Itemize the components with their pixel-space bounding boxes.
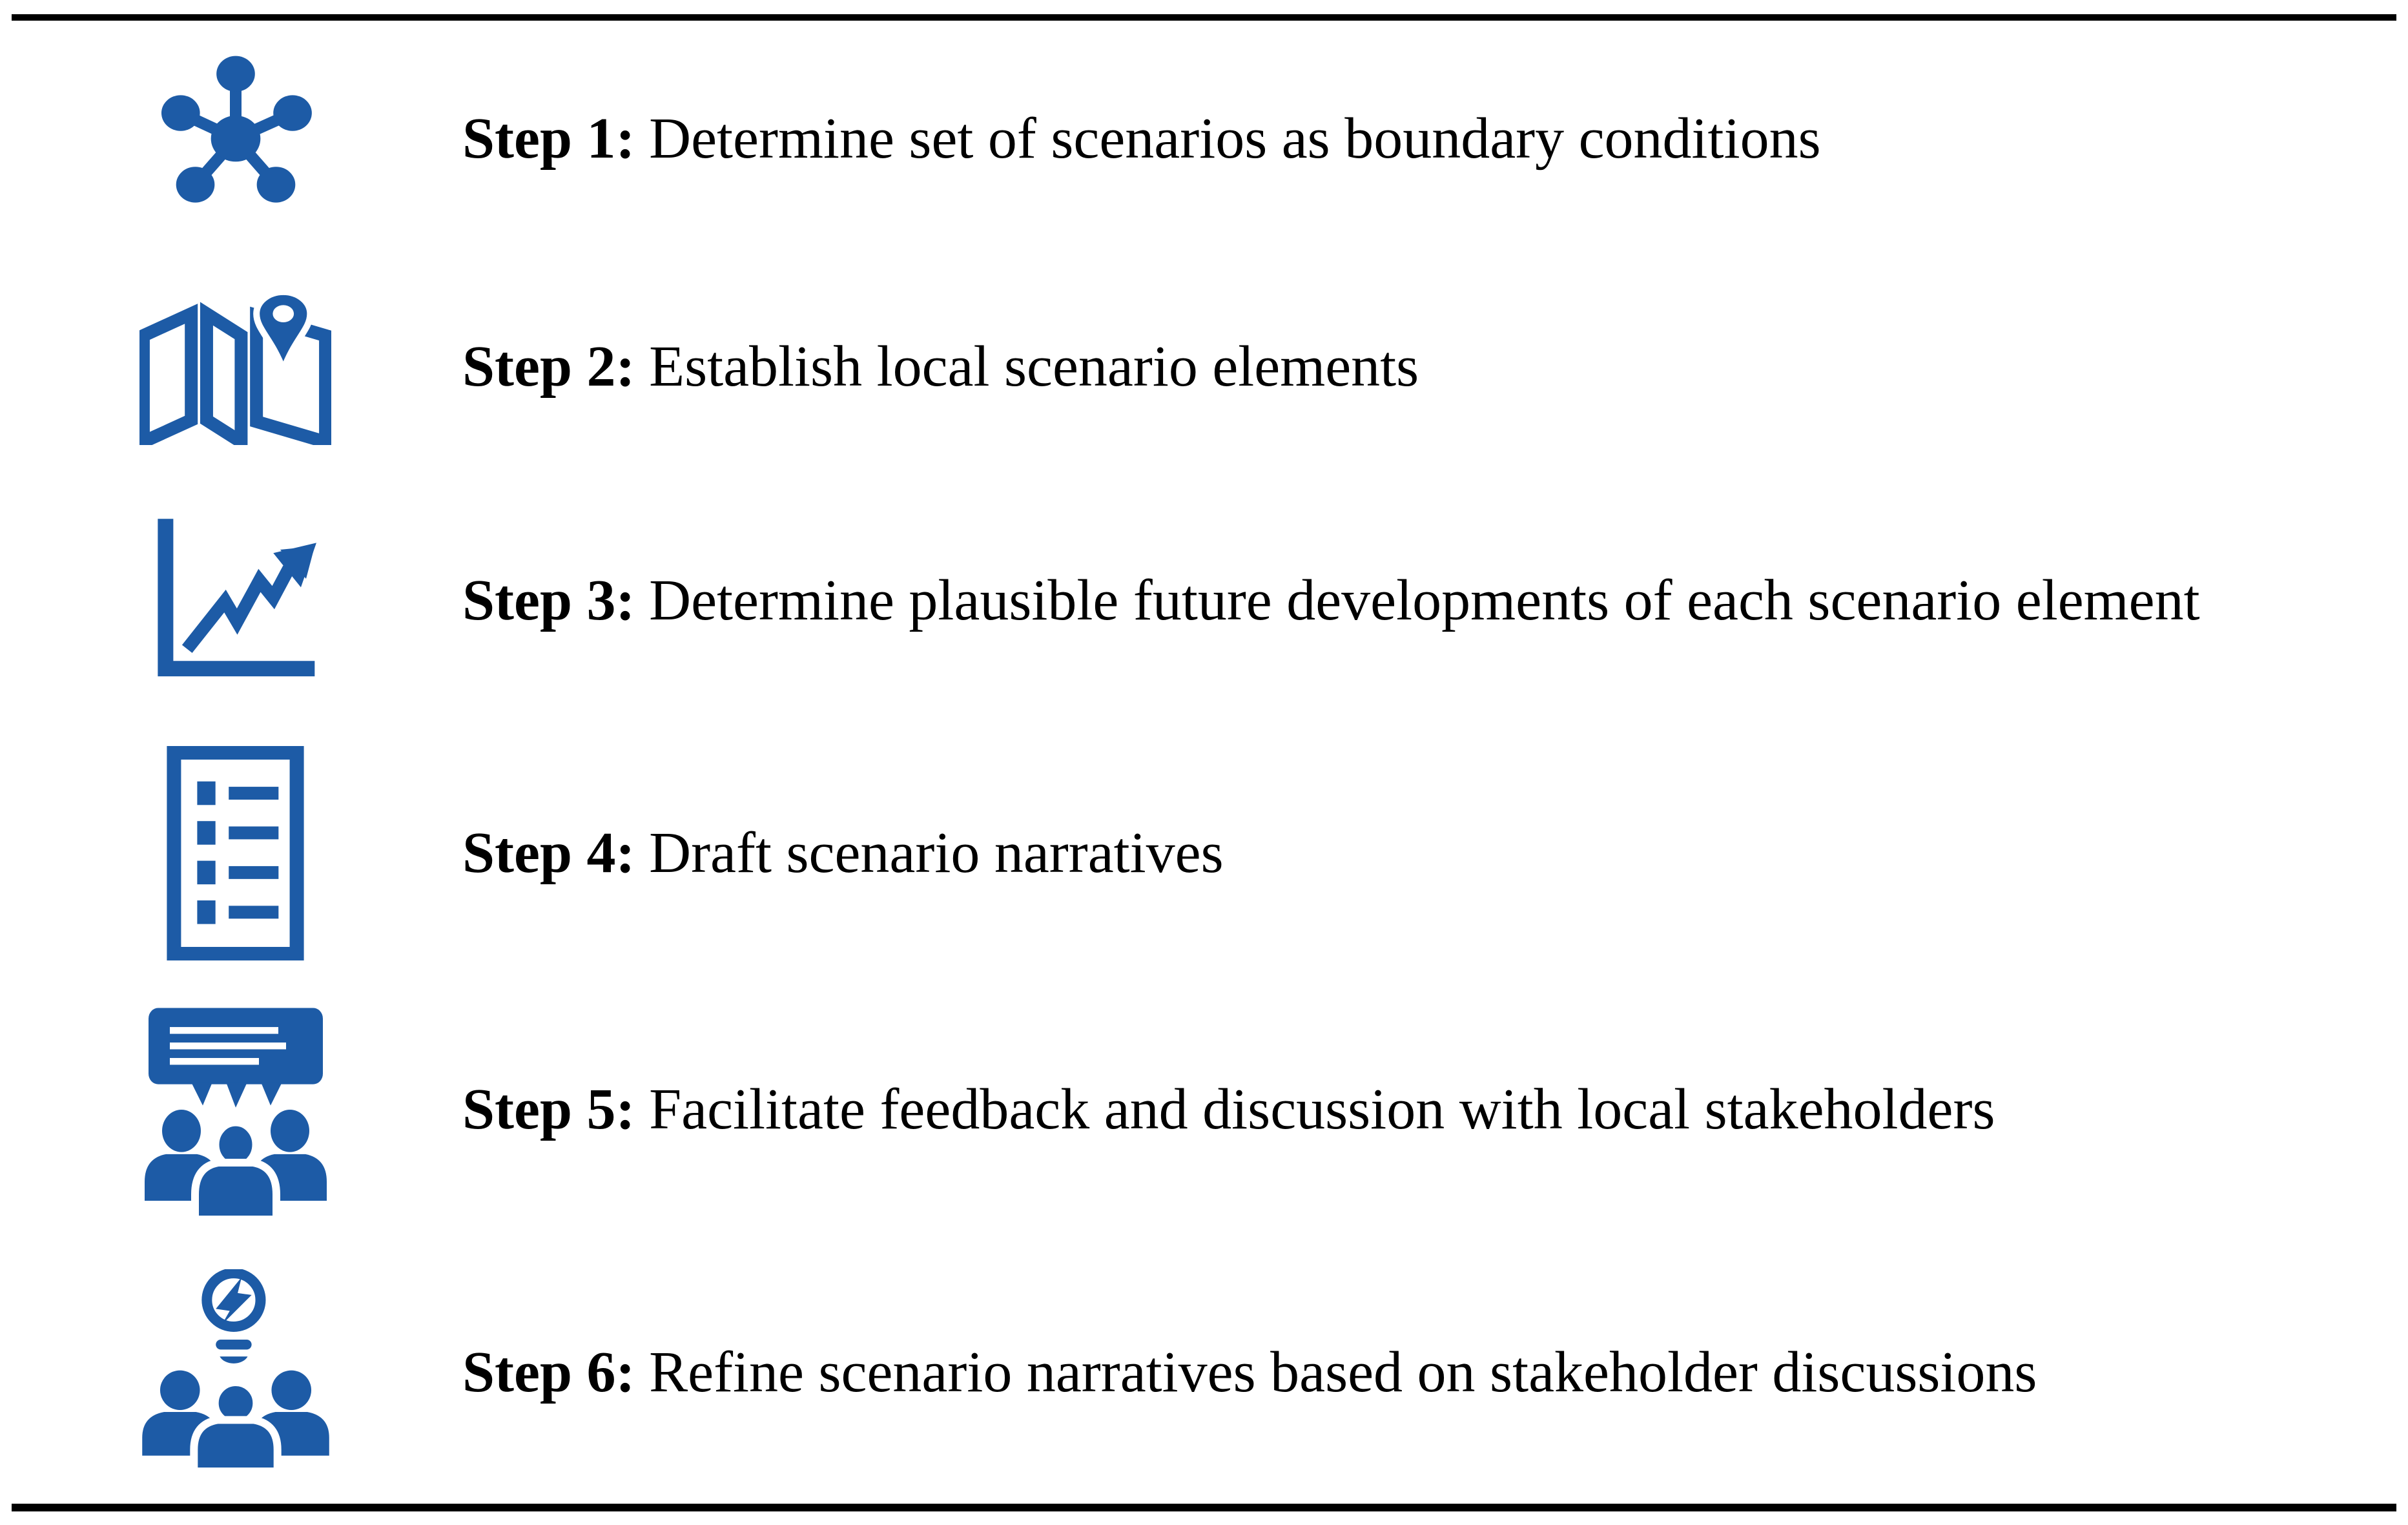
step-3-label: Step 3:: [462, 568, 635, 632]
step-2-text: Step 2:Establish local scenario elements: [462, 333, 1419, 401]
step-6-text: Step 6:Refine scenario narratives based …: [462, 1338, 2037, 1407]
step-4-text: Step 4:Draft scenario narratives: [462, 819, 1224, 887]
step-2-label: Step 2:: [462, 334, 635, 399]
step-5-label: Step 5:: [462, 1077, 635, 1141]
step-5-description: Facilitate feedback and discussion with …: [649, 1077, 1995, 1141]
step-3-description: Determine plausible future developments …: [649, 568, 2200, 632]
group-idea-icon: [136, 1269, 335, 1468]
step-6-description: Refine scenario narratives based on stak…: [649, 1340, 2037, 1404]
rising-line-chart-icon: [149, 515, 322, 687]
step-2-description: Establish local scenario elements: [649, 334, 1419, 399]
map-location-pin-icon: [139, 289, 331, 445]
step-6-label: Step 6:: [462, 1340, 635, 1404]
step-4-label: Step 4:: [462, 820, 635, 885]
group-discussion-icon: [139, 1004, 333, 1216]
network-hub-icon: [144, 52, 327, 222]
lightning-bolt-glyph: [216, 1277, 252, 1325]
step-1-label: Step 1:: [462, 106, 635, 171]
step-5-text: Step 5:Facilitate feedback and discussio…: [462, 1075, 1995, 1144]
step-4-description: Draft scenario narratives: [649, 820, 1224, 885]
step-1-text: Step 1:Determine set of scenarios as bou…: [462, 105, 1821, 173]
step-3-text: Step 3:Determine plausible future develo…: [462, 566, 2200, 635]
top-rule: [12, 14, 2396, 21]
document-list-icon: [152, 746, 318, 960]
step-1-description: Determine set of scenarios as boundary c…: [649, 106, 1821, 171]
bottom-rule: [12, 1504, 2396, 1511]
